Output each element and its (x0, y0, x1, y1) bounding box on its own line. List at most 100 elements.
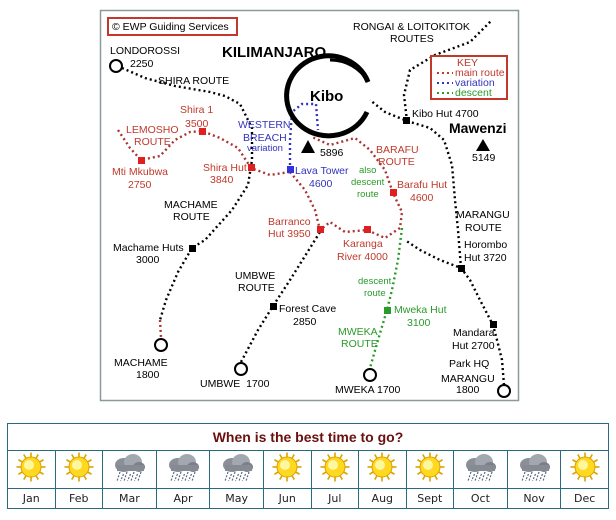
kibo-crater (284, 53, 371, 139)
horombo-label-2: Hut 3720 (464, 252, 507, 264)
mweka-hut-alt: 3100 (407, 317, 431, 329)
map-title: KILIMANJARO (222, 44, 326, 61)
month-label: Feb (54, 488, 104, 509)
place-labels: RONGAI & LOITOKITOK ROUTES LONDOROSSI 22… (110, 21, 510, 396)
machame-huts-label: Machame Huts (113, 242, 184, 254)
mawenzi-alt: 5149 (472, 152, 496, 164)
sunny-weather-icon (263, 450, 312, 489)
mandara-hut-icon (490, 321, 497, 328)
barranco-hut-icon (317, 226, 324, 233)
month-label: Mar (102, 488, 157, 509)
mawenzi-label: Mawenzi (449, 120, 507, 136)
sunny-weather-icon (54, 450, 104, 489)
lava-tower-alt: 4600 (309, 178, 333, 190)
mweka-route-label-2: ROUTE (341, 338, 378, 350)
month-label: Nov (506, 488, 562, 509)
shira1-label: Shira 1 (180, 104, 213, 116)
best-time-title: When is the best time to go? (7, 423, 609, 451)
barafu-hut-label: Barafu Hut (397, 179, 447, 191)
londorossi-alt: 2250 (130, 58, 154, 70)
also-descent-label-2: descent (351, 177, 385, 188)
shira-hut-alt: 3840 (210, 174, 234, 186)
rainy-weather-icon (453, 450, 508, 489)
southern-circuit (289, 135, 404, 240)
western-breach-label-3: variation (247, 143, 283, 154)
machame-huts-icon (189, 245, 196, 252)
machame-route-lower (158, 319, 163, 339)
kibo-label: Kibo (310, 88, 343, 105)
barranco-label: Barranco (268, 216, 311, 228)
key-title: KEY (457, 57, 478, 69)
gates (109, 59, 511, 398)
barafu-hut-alt: 4600 (410, 192, 434, 204)
mandara-label: Mandara (453, 327, 495, 339)
rongai-route (402, 19, 493, 122)
machame-gate-alt: 1800 (136, 369, 160, 381)
shira-hut-label: Shira Hut (203, 162, 247, 174)
western-breach-label-2: BREACH (243, 132, 287, 144)
rainy-weather-icon (209, 450, 264, 489)
month-label: Dec (560, 488, 609, 509)
map-key: KEY main route variation descent (430, 55, 508, 100)
umbwe-gate-label: UMBWE 1700 (200, 378, 270, 390)
mweka-gate-icon (363, 368, 377, 382)
sunny-weather-icon (7, 450, 56, 489)
shira-route-label: SHIRA ROUTE (158, 75, 229, 87)
lemosho-label-2: ROUTE (134, 136, 171, 148)
mweka-gate-label: MWEKA 1700 (335, 384, 401, 396)
rainy-weather-icon (506, 450, 562, 489)
mweka-route-label: MWEKA (338, 326, 378, 338)
umbwe-route-label-2: ROUTE (238, 282, 275, 294)
key-main-route: main route (455, 67, 505, 79)
mweka-descent (368, 227, 404, 369)
karanga-icon (364, 226, 371, 233)
londorossi-label: LONDOROSSI (110, 45, 180, 57)
karanga-label-2: River 4000 (337, 251, 388, 263)
kilimanjaro-route-map: © EWP Guiding Services Kibo KILIMANJARO … (99, 9, 520, 402)
mawenzi-peak-icon (476, 139, 490, 151)
kibo-hut-icon (403, 117, 410, 124)
marangu-gate-alt: 1800 (456, 384, 480, 396)
key-descent: descent (455, 87, 492, 99)
umbwe-gate-icon (234, 362, 248, 376)
western-breach (288, 102, 320, 170)
shira1-alt: 3500 (185, 118, 209, 130)
barafu-hut-icon (390, 189, 397, 196)
marangu-gate-icon (497, 384, 511, 398)
weather-icon-row (7, 450, 609, 489)
forest-cave-icon (270, 303, 277, 310)
kibo-peak-alt: 5896 (320, 147, 344, 159)
mandara-label-2: Hut 2700 (452, 340, 495, 352)
month-label: Jun (263, 488, 312, 509)
lava-tower-label: Lava Tower (295, 165, 349, 177)
lava-tower-icon (287, 166, 294, 173)
lemosho-label: LEMOSHO (126, 124, 179, 136)
shira-hut-icon (248, 164, 255, 171)
month-label: Aug (358, 488, 407, 509)
karanga-label: Karanga (343, 238, 383, 250)
mweka-hut-icon (384, 307, 391, 314)
also-descent-label: also (359, 165, 376, 176)
copyright: © EWP Guiding Services (112, 21, 229, 33)
month-label: Oct (453, 488, 508, 509)
machame-route-label: MACHAME (164, 199, 218, 211)
rainy-weather-icon (155, 450, 211, 489)
western-breach-label: WESTERN (238, 119, 291, 131)
month-label: Jan (7, 488, 56, 509)
rainy-weather-icon (102, 450, 157, 489)
kibo-hut-label: Kibo Hut 4700 (412, 108, 479, 120)
key-variation: variation (455, 77, 495, 89)
park-hq-label: Park HQ (449, 358, 489, 370)
month-label: May (209, 488, 264, 509)
barafu-route-label: BARAFU (376, 144, 419, 156)
machame-gate-icon (154, 338, 168, 352)
copyright-box (107, 17, 238, 36)
marangu-route-label: MARANGU (456, 209, 510, 221)
horombo-label: Horombo (464, 239, 507, 251)
mweka-hut-label: Mweka Hut (394, 304, 447, 316)
forest-cave-alt: 2850 (293, 316, 317, 328)
marangu-gate-label: MARANGU (441, 373, 495, 385)
rongai-label: RONGAI & LOITOKITOK (353, 21, 470, 33)
sunny-weather-icon (310, 450, 360, 489)
barranco-label-2: Hut 3950 (268, 228, 311, 240)
